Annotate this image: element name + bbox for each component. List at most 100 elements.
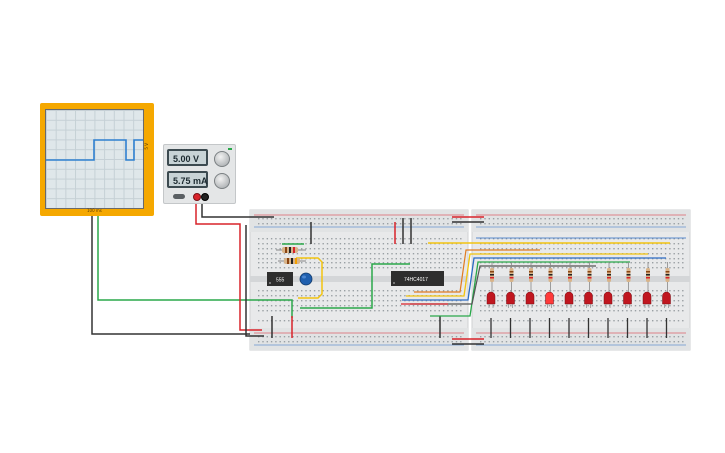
- positive-terminal[interactable]: [193, 193, 201, 201]
- breadboard-hole: [557, 218, 559, 220]
- power-supply[interactable]: 5.00 V 5.75 mA: [163, 144, 236, 204]
- current-knob[interactable]: [214, 173, 230, 189]
- breadboard-hole: [361, 223, 363, 225]
- breadboard-hole: [591, 262, 594, 264]
- counter-74hc4017-chip[interactable]: 74HC4017: [391, 271, 444, 286]
- led-resistor[interactable]: [509, 262, 514, 292]
- led-resistor[interactable]: [490, 262, 494, 292]
- breadboard-hole: [621, 258, 624, 260]
- breadboard-hole: [682, 218, 684, 220]
- breadboard-hole: [548, 223, 551, 225]
- led[interactable]: [623, 291, 632, 308]
- capacitor[interactable]: [299, 272, 313, 286]
- wire-out-yellow[interactable]: [406, 253, 648, 297]
- breadboard-hole: [553, 336, 555, 338]
- breadboard-hole: [421, 243, 423, 245]
- breadboard-hole: [583, 341, 585, 343]
- led-resistor[interactable]: [646, 262, 650, 292]
- resistor-r2[interactable]: [278, 258, 306, 264]
- resistor-r1[interactable]: [276, 247, 306, 253]
- breadboard-hole: [442, 267, 445, 269]
- breadboard-hole: [258, 248, 260, 250]
- breadboard-hole: [548, 341, 551, 343]
- led[interactable]: [584, 291, 593, 308]
- breadboard-hole: [626, 341, 628, 343]
- wire-scope-green[interactable]: [97, 216, 293, 318]
- breadboard-hole: [348, 218, 350, 220]
- breadboard-hole: [322, 300, 324, 302]
- timer-555-chip[interactable]: 555: [267, 272, 293, 286]
- breadboard-hole: [442, 218, 445, 220]
- breadboard-hole: [434, 320, 436, 322]
- breadboard-hole: [682, 267, 684, 269]
- breadboard-hole: [531, 341, 533, 343]
- breadboard-hole: [570, 310, 572, 312]
- voltage-knob[interactable]: [214, 151, 230, 167]
- led[interactable]: [564, 291, 574, 308]
- wire-psu-black[interactable]: [201, 198, 274, 218]
- breadboard-hole: [587, 248, 589, 250]
- led-resistor[interactable]: [548, 262, 553, 292]
- breadboard-hole: [301, 238, 303, 240]
- breadboard-hole: [305, 305, 307, 307]
- breadboard-hole: [275, 248, 277, 250]
- breadboard-hole: [421, 218, 423, 220]
- oscilloscope[interactable]: 5 V 100 ms: [40, 103, 154, 216]
- breadboard-hole: [356, 248, 359, 250]
- breadboard-hole: [574, 310, 576, 312]
- breadboard-hole: [434, 310, 436, 312]
- breadboard-hole: [326, 336, 329, 338]
- breadboard-hole: [395, 253, 397, 255]
- led[interactable]: [603, 291, 613, 308]
- breadboard-hole: [421, 253, 423, 255]
- led[interactable]: [506, 291, 515, 308]
- breadboard-hole: [583, 295, 585, 297]
- breadboard-hole: [438, 258, 440, 260]
- breadboard-hole: [544, 336, 546, 338]
- breadboard-hole: [279, 267, 281, 269]
- breadboard-hole: [296, 267, 299, 269]
- power-switch[interactable]: [173, 194, 185, 199]
- breadboard-hole: [412, 320, 415, 322]
- breadboard-hole: [322, 258, 324, 260]
- wire-out-blue[interactable]: [402, 257, 666, 301]
- breadboard-hole: [523, 218, 525, 220]
- led[interactable]: [545, 291, 554, 308]
- wire-scope-black[interactable]: [91, 216, 250, 335]
- breadboard-hole: [344, 258, 346, 260]
- wire-out-orange[interactable]: [414, 249, 540, 293]
- breadboard-hole: [322, 243, 324, 245]
- breadboard-hole: [447, 248, 449, 250]
- led[interactable]: [486, 291, 496, 308]
- led-resistor[interactable]: [665, 262, 670, 292]
- wire-out-green[interactable]: [430, 261, 630, 317]
- breadboard-hole: [421, 262, 423, 264]
- breadboard-hole: [378, 267, 380, 269]
- breadboard-hole: [566, 336, 568, 338]
- breadboard-hole: [335, 267, 337, 269]
- led-resistor[interactable]: [568, 262, 572, 292]
- wire-yellow-timer[interactable]: [296, 257, 323, 299]
- led[interactable]: [525, 291, 535, 308]
- led[interactable]: [662, 291, 671, 308]
- breadboard-hole: [669, 310, 671, 312]
- breadboard-hole: [626, 223, 628, 225]
- led-resistor[interactable]: [529, 262, 533, 292]
- breadboard-hole: [438, 300, 440, 302]
- breadboard-hole: [677, 248, 680, 250]
- led[interactable]: [642, 291, 652, 308]
- led-resistor[interactable]: [626, 262, 631, 292]
- led-resistor[interactable]: [587, 262, 592, 292]
- breadboard-right[interactable]: [471, 209, 691, 351]
- wire-psu-red[interactable]: [195, 198, 262, 331]
- wire-psu-black-2[interactable]: [245, 225, 264, 337]
- breadboard-hole: [438, 262, 440, 264]
- breadboard-hole: [382, 295, 385, 297]
- breadboard-hole: [566, 248, 568, 250]
- breadboard-hole: [652, 310, 654, 312]
- led-resistor[interactable]: [607, 262, 611, 292]
- negative-terminal[interactable]: [201, 193, 209, 201]
- breadboard-hole: [356, 290, 359, 292]
- wire-green-clock[interactable]: [300, 263, 410, 309]
